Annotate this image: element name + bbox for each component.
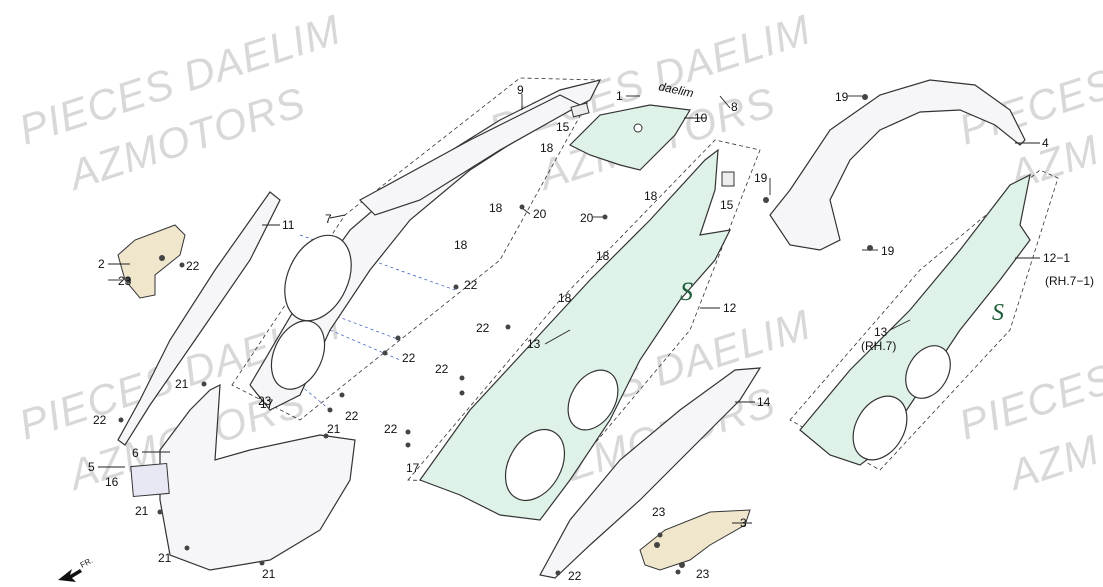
callout: 4	[1042, 136, 1049, 150]
callout: 21	[158, 551, 172, 565]
callout: 11	[282, 218, 295, 232]
callout: 22	[435, 362, 449, 376]
callout: 19	[881, 244, 895, 258]
callout: 21	[262, 567, 276, 581]
front-arrow-icon	[58, 569, 82, 582]
part-14-lower-strip	[539, 367, 762, 579]
callout: 6	[132, 446, 139, 460]
callout: 17	[260, 397, 274, 411]
callout: 22	[186, 259, 200, 273]
callout: 19	[754, 171, 768, 185]
callout: 8	[731, 100, 738, 114]
screws	[118, 94, 873, 576]
callout: 12−1	[1043, 251, 1070, 265]
callout: 23	[258, 394, 272, 408]
callout: 10	[694, 111, 708, 125]
part-15-clip	[721, 171, 735, 187]
rh-cover-opening	[905, 345, 951, 399]
callout: 12	[723, 301, 737, 315]
part-11-left-strip	[117, 191, 281, 446]
callout: 9	[517, 83, 524, 97]
callout: 7	[325, 212, 332, 226]
callout: 22	[384, 422, 398, 436]
part-7-body-cover	[249, 79, 602, 411]
side-cover-opening	[504, 429, 566, 501]
body-cover-opening	[270, 320, 326, 390]
front-direction-marker: FR.	[58, 556, 94, 582]
callout: 23	[652, 505, 666, 519]
callout: 18	[596, 249, 610, 263]
callout: 18	[489, 201, 503, 215]
callout: 2	[98, 257, 105, 271]
callout: 1	[616, 89, 623, 103]
callout: 20	[533, 207, 547, 221]
callout: 21	[135, 504, 149, 518]
callout: 3	[740, 516, 747, 530]
front-label: FR.	[79, 556, 95, 570]
callout: 15	[720, 198, 734, 212]
body-cover-opening	[284, 234, 352, 322]
part-12-side-cover: S	[419, 148, 732, 521]
callout: 18	[558, 291, 572, 305]
callout: (RH.7)	[861, 339, 896, 353]
assembly-line	[329, 329, 401, 361]
part-6-lower-cover	[159, 383, 356, 571]
side-cover-logo: S	[680, 277, 693, 306]
callout: 23	[696, 567, 710, 581]
part-4-rear-fender	[769, 79, 1026, 251]
callout: 22	[345, 409, 359, 423]
callout: 18	[454, 238, 468, 252]
rh-cover-opening	[852, 395, 908, 461]
part-2-bracket	[117, 224, 186, 299]
callout: 20	[580, 211, 594, 225]
part-12-1-rh-side-cover: S	[799, 173, 1031, 466]
callout: 21	[327, 422, 341, 436]
callout-labels: 1 2 3 4 5 6 7 8 9 10 11 12 12−1 (RH.7−1)…	[88, 83, 1094, 583]
callout: 16	[105, 475, 119, 489]
callout: 22	[93, 413, 107, 427]
side-cover-opening	[567, 369, 619, 431]
callout: 22	[568, 569, 582, 583]
callout: 18	[540, 141, 554, 155]
callout: 21	[175, 377, 189, 391]
callout: 15	[556, 120, 570, 134]
callout: (RH.7−1)	[1045, 274, 1094, 288]
callout: 5	[88, 460, 95, 474]
part-16-label	[130, 462, 170, 498]
callout: 23	[118, 274, 132, 288]
callout: 18	[644, 189, 658, 203]
callout: 22	[476, 321, 490, 335]
callout: 22	[402, 351, 416, 365]
rh-cover-logo: S	[992, 300, 1004, 326]
part-15-clip	[570, 102, 590, 118]
part-3-bracket	[639, 509, 751, 571]
watermark: AZM	[1000, 426, 1103, 500]
callout: 22	[464, 278, 478, 292]
callout: 13	[874, 325, 888, 339]
callout: 17	[406, 461, 420, 475]
assembly-line	[299, 384, 331, 411]
rh-side-cover-outline	[789, 169, 1059, 471]
callout: 14	[757, 395, 771, 409]
callout: 19	[835, 90, 849, 104]
callout: 13	[527, 337, 541, 351]
